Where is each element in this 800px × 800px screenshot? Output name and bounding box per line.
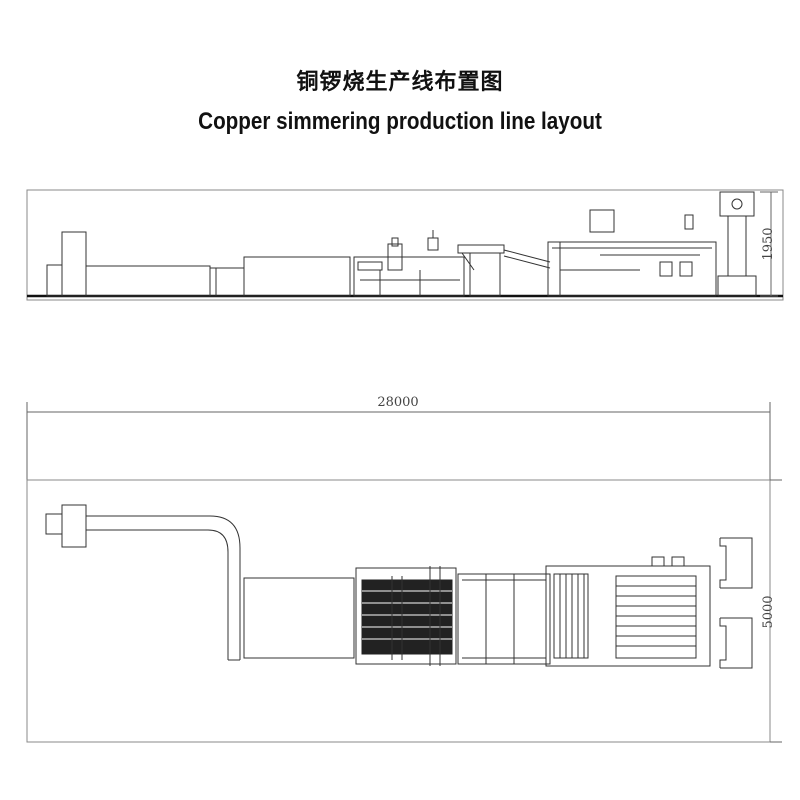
plan-frame bbox=[26, 479, 771, 743]
dim-width-label: 5000 bbox=[761, 595, 776, 628]
plan-view bbox=[26, 479, 782, 743]
elevation-feeder bbox=[46, 231, 245, 297]
elevation-batter-tank bbox=[717, 191, 757, 297]
dim-width-line bbox=[770, 479, 782, 743]
elevation-frame bbox=[26, 189, 784, 301]
dim-height-line bbox=[760, 191, 778, 297]
plan-inlet-pipe bbox=[45, 504, 241, 661]
plan-baking-machine bbox=[545, 556, 711, 667]
plan-tank-lower bbox=[719, 617, 753, 669]
dim-length-label: 28000 bbox=[377, 395, 418, 410]
elevation-forming-machine bbox=[353, 230, 465, 297]
plan-transfer-section bbox=[457, 573, 551, 665]
elevation-conveyor bbox=[243, 256, 351, 297]
dim-length-line bbox=[26, 402, 771, 480]
plan-conveyor bbox=[243, 577, 355, 659]
title-chinese: 铜锣烧生产线布置图 bbox=[296, 70, 504, 95]
title-english: Copper simmering production line layout bbox=[198, 108, 602, 135]
plan-tank-upper bbox=[719, 537, 753, 589]
elevation-view bbox=[26, 189, 784, 301]
elevation-stacker bbox=[457, 244, 551, 297]
elevation-baking-machine bbox=[547, 209, 717, 297]
plan-forming-section bbox=[355, 566, 457, 666]
dim-height-label: 1950 bbox=[761, 227, 776, 260]
